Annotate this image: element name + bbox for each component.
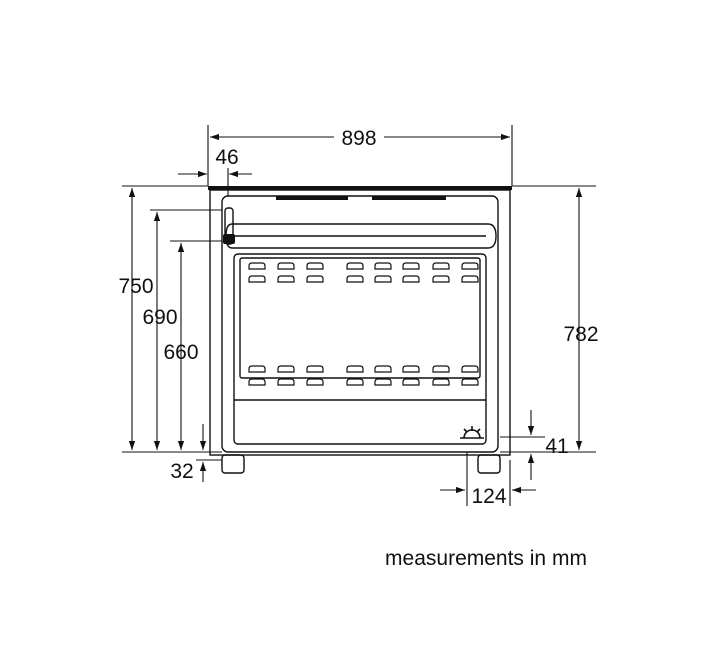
vent-slot [346,275,364,283]
vent-slot [374,262,392,270]
oven-window-inner [239,257,481,379]
vent-slot [306,262,324,270]
feet [221,454,501,474]
label-height-690: 690 [142,306,177,329]
vent-slot [374,275,392,283]
vent-slot [461,262,479,270]
label-offset-41: 41 [545,435,568,458]
vent-slot [306,365,324,373]
dimension-lines [128,133,583,494]
vent-slot [402,262,420,270]
label-width-898: 898 [341,127,376,150]
vent-slot [346,262,364,270]
vent-slot [402,365,420,373]
caption-units: measurements in mm [385,547,587,570]
vent-slot [461,365,479,373]
oven-door-frame [221,195,499,453]
top-plate [208,186,512,190]
vent-slot [248,275,266,283]
vent-slot [248,365,266,373]
foot-left [221,454,245,474]
vent-slot-group [248,262,479,386]
vent-slot [432,262,450,270]
vent-slot [374,365,392,373]
top-vent-left [276,196,348,200]
vent-slot [402,275,420,283]
vent-slot [346,378,364,386]
label-spacing-124: 124 [471,485,506,508]
top-vent-right [372,196,446,200]
control-knob-base [223,234,235,244]
label-height-660: 660 [163,341,198,364]
gas-burner-icon [460,426,484,439]
oven-window [233,253,487,445]
vent-slot [432,365,450,373]
vent-slot [346,365,364,373]
door-handle [225,223,497,249]
extension-lines [122,125,596,506]
vent-slot [248,378,266,386]
vent-slot [306,378,324,386]
vent-slot [277,275,295,283]
label-foot-32: 32 [170,460,193,483]
label-offset-46: 46 [215,146,238,169]
label-height-750: 750 [118,275,153,298]
dimension-labels: 898 46 750 690 660 782 32 41 124 [118,127,598,508]
vent-slot [402,378,420,386]
vent-slot [461,275,479,283]
vent-slot [248,262,266,270]
vent-slot [277,262,295,270]
vent-slot [306,275,324,283]
vent-slot [432,378,450,386]
vent-slot [374,378,392,386]
vent-slot [277,378,295,386]
vent-slot [432,275,450,283]
vent-slot [277,365,295,373]
appliance-outline [208,186,512,456]
vent-slot [461,378,479,386]
foot-right [477,454,501,474]
cabinet-body [209,189,511,456]
label-height-782: 782 [563,323,598,346]
